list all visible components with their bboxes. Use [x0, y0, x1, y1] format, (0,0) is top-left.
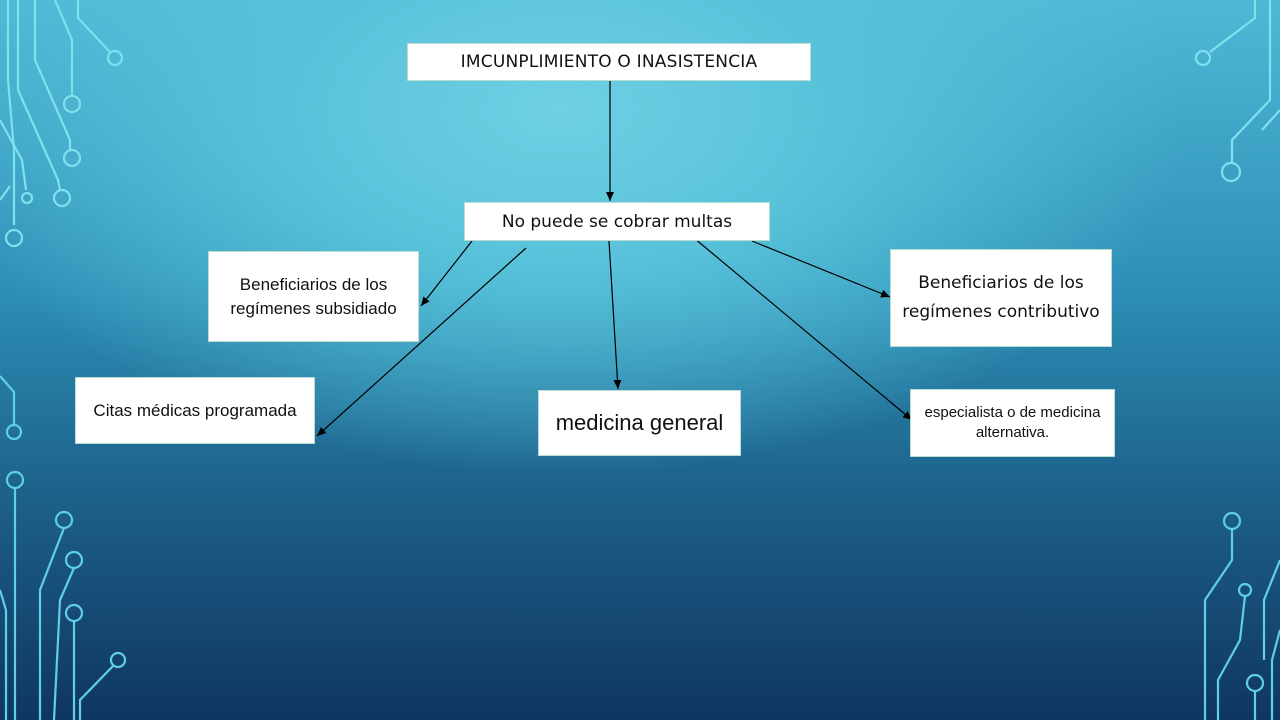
node-regimen-subsidiado: Beneficiarios de los regímenes subsidiad… — [208, 251, 419, 342]
node-citas-medicas: Citas médicas programada — [75, 377, 315, 444]
node-general-label: medicina general — [555, 410, 724, 435]
node-especialista: especialista o de medicina alternativa. — [910, 389, 1115, 457]
node-medicina-general: medicina general — [538, 390, 741, 456]
node-especialista-label: especialista o de medicina alternativa. — [924, 404, 1101, 441]
node-contributivo-label: Beneficiarios de los regímenes contribut… — [902, 273, 1100, 322]
root-node-label: IMCUNPLIMIENTO O INASISTENCIA — [460, 52, 758, 72]
node-regimen-contributivo: Beneficiarios de los regímenes contribut… — [890, 249, 1112, 347]
node-subsidiado-label: Beneficiarios de los regímenes subsidiad… — [230, 274, 397, 318]
arrow-to-general — [608, 240, 622, 390]
root-node-incumplimiento: IMCUNPLIMIENTO O INASISTENCIA — [407, 43, 811, 81]
arrow-to-citas — [316, 247, 527, 437]
arrow-to-especialista — [693, 237, 913, 421]
arrow-to-subsidiado — [420, 240, 473, 307]
node-citas-label: Citas médicas programada — [93, 400, 297, 420]
arrow-to-contributivo — [751, 240, 891, 298]
center-node-no-multas: No puede se cobrar multas — [464, 202, 770, 241]
center-node-label: No puede se cobrar multas — [501, 211, 733, 232]
